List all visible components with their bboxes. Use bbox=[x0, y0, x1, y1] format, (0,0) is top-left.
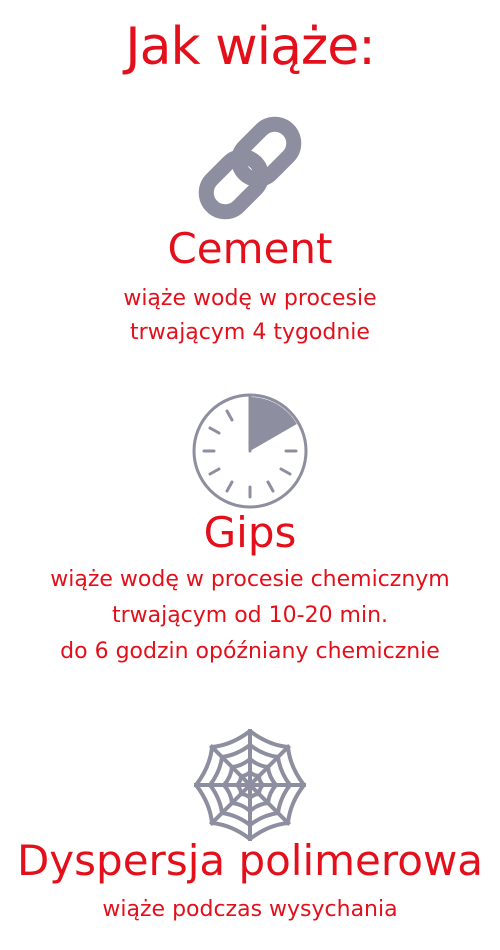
section-description-cement: wiąże wodę w procesie trwającym 4 tygodn… bbox=[0, 282, 500, 350]
description-line: wiąże wodę w procesie chemicznym bbox=[50, 567, 450, 592]
section-heading-cement: Cement bbox=[167, 224, 333, 273]
chain-link-icon bbox=[190, 108, 310, 228]
page-title: Jak wiąże: bbox=[125, 17, 376, 77]
description-line: trwającym od 10-20 min. bbox=[111, 603, 389, 628]
spider-web-icon bbox=[190, 725, 310, 845]
description-line: wiąże wodę w procesie bbox=[123, 286, 377, 311]
section-description-dyspersja: wiąże podczas wysychania bbox=[0, 893, 500, 927]
section-heading-gips: Gips bbox=[203, 508, 297, 557]
section-description-gips: wiąże wodę w procesie chemicznym trwając… bbox=[0, 562, 500, 670]
clock-icon bbox=[190, 391, 310, 511]
description-line: trwającym 4 tygodnie bbox=[130, 320, 370, 345]
description-line: do 6 godzin opóźniany chemicznie bbox=[60, 639, 440, 664]
description-line: wiąże podczas wysychania bbox=[102, 897, 398, 922]
section-heading-dyspersja: Dyspersja polimerowa bbox=[16, 836, 484, 885]
